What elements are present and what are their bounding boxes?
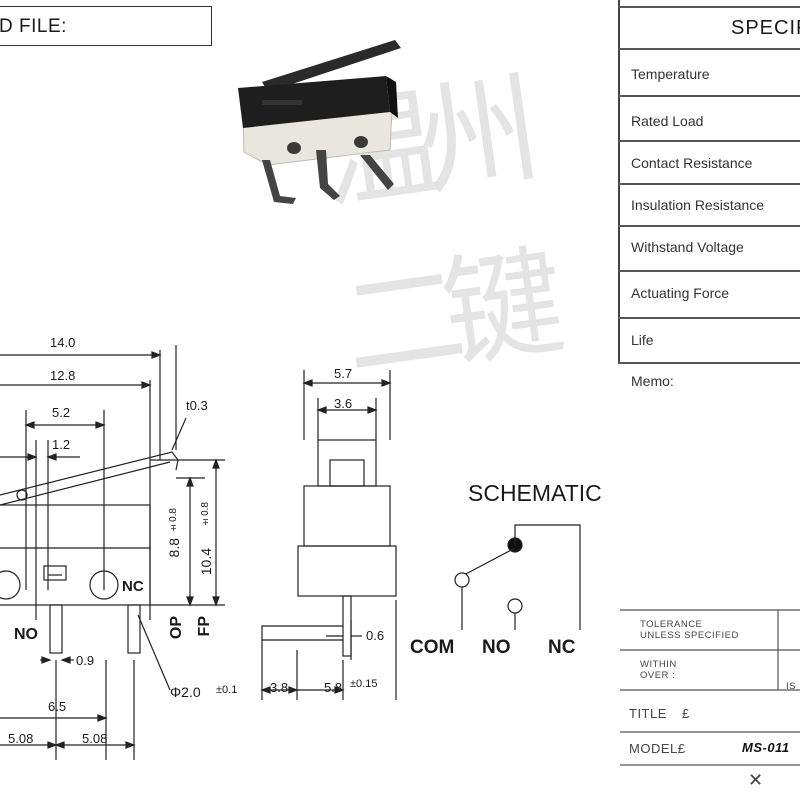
dim-5-7: 5.7 [334, 366, 353, 381]
spec-title: SPECIF [731, 17, 800, 39]
tol-phi: ±0.1 [216, 684, 238, 696]
dim-14: 14.0 [50, 335, 76, 350]
spec-row-contact-resistance: Contact Resistance [631, 155, 753, 171]
tb-title-mark: £ [682, 706, 690, 721]
file-label-box: D FILE: [0, 6, 212, 46]
label-op: OP [168, 616, 185, 640]
schematic-nc: NC [548, 637, 576, 658]
tb-tolerance: TOLERANCE [640, 619, 703, 630]
dim-10-4: 10.4 [198, 548, 214, 576]
dim-5-8: 5.8 [324, 680, 343, 695]
terminal-nc: NC [122, 578, 144, 595]
dim-t0-3: t0.3 [186, 398, 208, 413]
schematic-com: COM [410, 637, 455, 658]
spec-row-insulation-resistance: Insulation Resistance [631, 197, 765, 213]
dim-0-6: 0.6 [366, 628, 385, 643]
schematic-no: NO [482, 637, 511, 658]
file-label: D FILE: [0, 16, 67, 37]
schematic-title: SCHEMATIC [468, 480, 602, 506]
watermark: 温州二键 [311, 10, 610, 400]
spec-row-temperature: Temperature [631, 66, 710, 82]
dim-6-5: 6.5 [48, 699, 67, 714]
watermark-text: 温州二键 [311, 62, 553, 400]
tb-model-value: MS-011 [742, 740, 790, 755]
terminal-no: NO [14, 626, 38, 643]
tb-iso: IS [786, 681, 796, 692]
tb-over: OVER : [640, 670, 676, 681]
spec-row-actuating-force: Actuating Force [631, 285, 730, 301]
dim-12-8: 12.8 [50, 368, 76, 383]
spec-table: SPECIF Temperature Rated Load Contact Re… [618, 0, 800, 800]
tol-10-4: ±0.8 [200, 502, 211, 527]
tol-5-8: ±0.15 [350, 678, 378, 690]
spec-memo: Memo: [631, 373, 674, 389]
dim-5-2: 5.2 [52, 405, 71, 420]
dim-3-8: 3.8 [270, 680, 289, 695]
dim-5-08-left: 5.08 [8, 731, 34, 746]
dim-5-08-right: 5.08 [82, 731, 108, 746]
dim-3-6: 3.6 [334, 396, 353, 411]
dim-phi-2: Φ2.0 [170, 684, 201, 700]
label-fp: FP [196, 616, 213, 637]
spec-row-withstand-voltage: Withstand Voltage [631, 239, 744, 255]
tb-model-label: MODEL£ [629, 741, 686, 756]
spec-row-life: Life [631, 332, 654, 348]
spec-row-rated-load: Rated Load [631, 113, 704, 129]
tb-unless: UNLESS SPECIFIED [640, 630, 739, 641]
tb-within: WITHIN [640, 659, 677, 670]
tol-8-8: ±0.8 [168, 508, 179, 533]
dim-0-9: 0.9 [76, 653, 95, 668]
dim-8-8: 8.8 [166, 538, 182, 558]
dim-1-2: 1.2 [52, 437, 71, 452]
tb-title-label: TITLE [629, 706, 667, 721]
tb-close-mark: ✕ [748, 770, 764, 790]
